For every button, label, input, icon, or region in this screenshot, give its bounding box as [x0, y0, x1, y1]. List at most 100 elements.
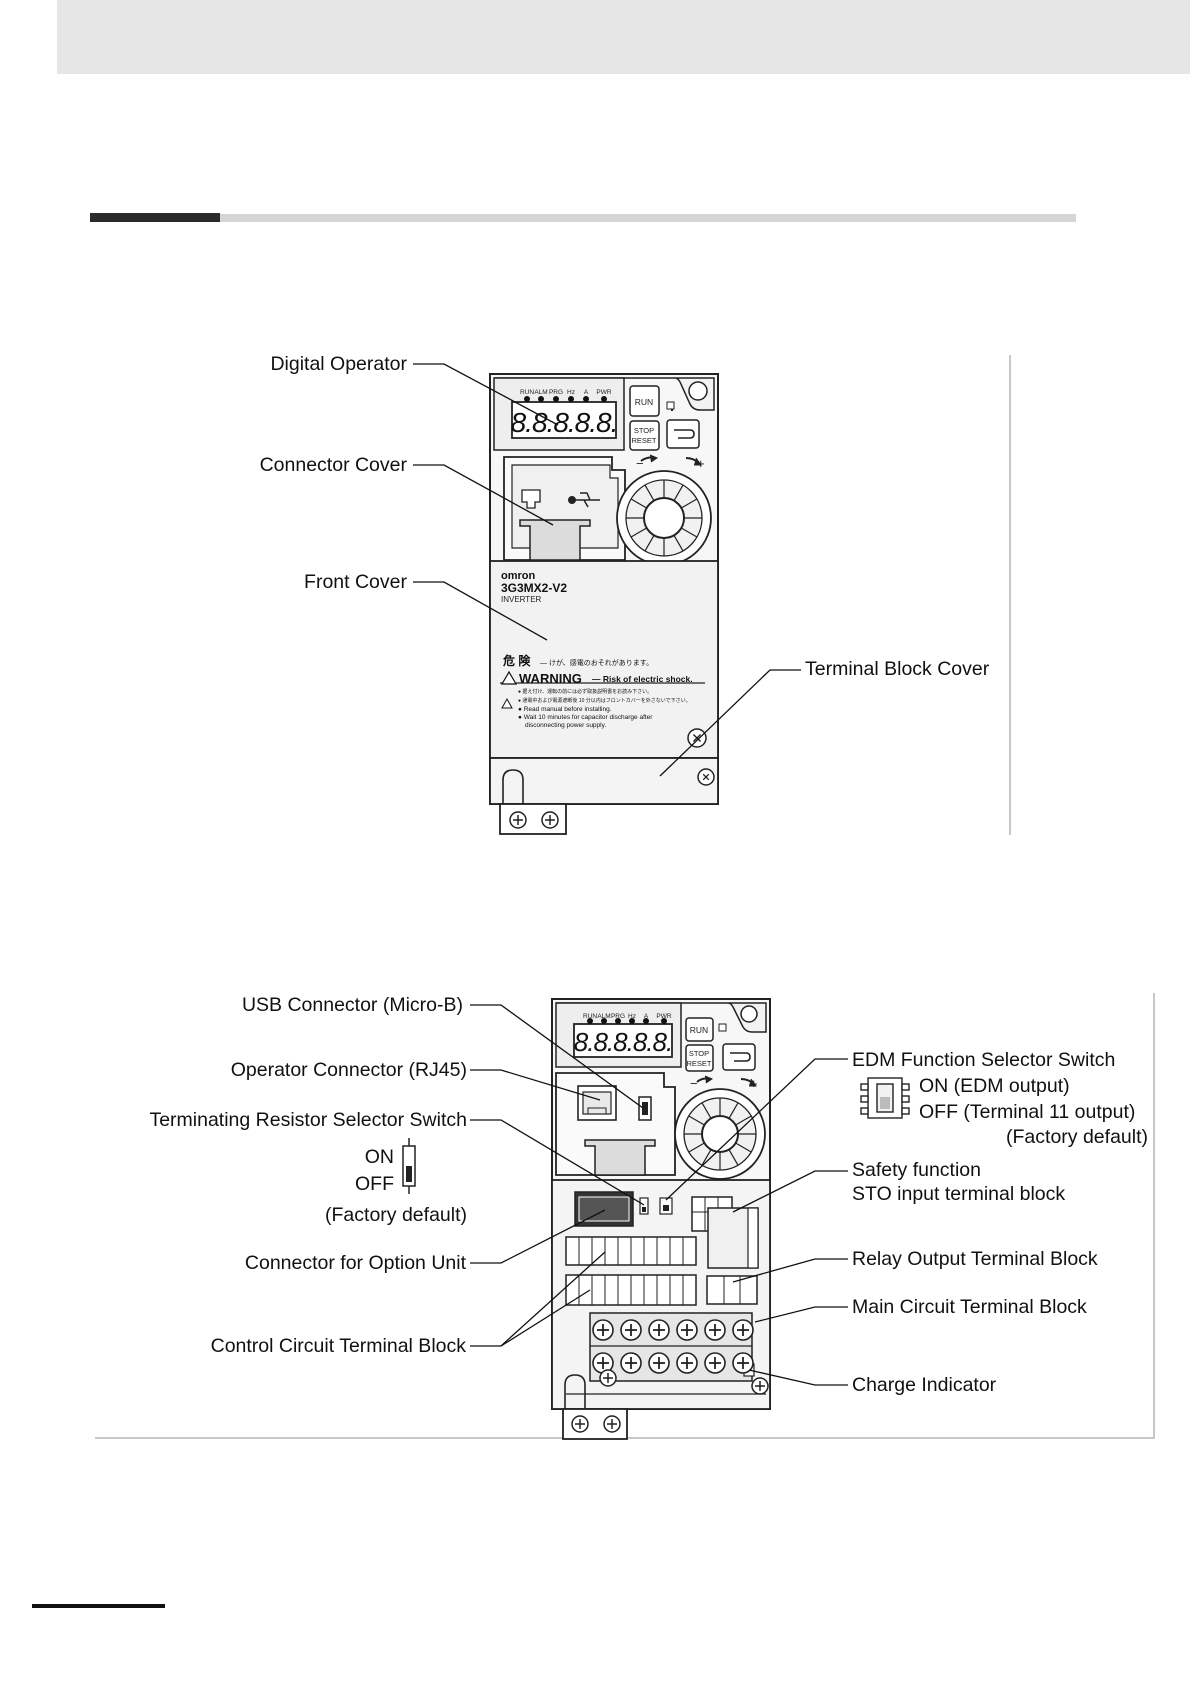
- terminal-screw-icon: [676, 1319, 698, 1341]
- dial-rib: [630, 498, 647, 509]
- figure2-indicator-pwr: PWR: [656, 1013, 671, 1020]
- dial-rib: [688, 1115, 705, 1126]
- figure2-indicator-hz: Hz: [628, 1013, 636, 1020]
- figure1-danger-jp-text: — けが、感電のおそれがあります。: [540, 658, 653, 667]
- figure2-indicator-prg: PRG: [611, 1013, 625, 1020]
- dial-rib: [728, 1102, 739, 1119]
- indicator-led: [583, 396, 589, 402]
- edm-switch-legend-icon: [860, 1077, 910, 1119]
- section-rule-accent: [90, 213, 220, 222]
- terminal-screw-icon: [732, 1319, 754, 1341]
- terminating-switch-legend-icon: [402, 1138, 416, 1194]
- indicator-led: [629, 1018, 635, 1024]
- label-edm-switch: EDM Function Selector Switch: [852, 1049, 1116, 1071]
- label-terminating-off: OFF: [355, 1173, 394, 1195]
- terminal-screw-icon: [648, 1319, 670, 1341]
- terminal-screw-icon: [704, 1319, 726, 1341]
- label-usb-connector: USB Connector (Micro-B): [241, 994, 463, 1016]
- figure1-indicator-leds: [524, 396, 607, 402]
- figure2-frame-right: [1153, 993, 1155, 1438]
- footer-rule: [32, 1604, 165, 1608]
- figure1-indicator-prg: PRG: [549, 389, 563, 396]
- figure2-indicator-run: RUN: [583, 1013, 597, 1020]
- figure1-reset-key-label: RESET: [631, 436, 656, 445]
- label-charge-indicator: Charge Indicator: [852, 1374, 997, 1396]
- figure1-note-en2: ● Wait 10 minutes for capacitor discharg…: [518, 714, 653, 721]
- label-terminal-block-cover: Terminal Block Cover: [805, 658, 990, 680]
- figure2-plus-sign: +: [750, 1076, 758, 1091]
- indicator-led: [661, 1018, 667, 1024]
- terminal-screw-icon: [620, 1319, 642, 1341]
- label-connector-cover: Connector Cover: [259, 454, 407, 476]
- label-main-circuit-terminal-block: Main Circuit Terminal Block: [852, 1296, 1087, 1318]
- figure1-note-jp2: ● 通電中および電源遮断後 10 分以内はフロントカバーを外さないで下さい。: [518, 697, 691, 704]
- indicator-led: [553, 396, 559, 402]
- label-edm-off: OFF (Terminal 11 output): [919, 1101, 1136, 1123]
- figure1-indicator-pwr: PWR: [596, 389, 611, 396]
- dial-rib: [701, 1149, 712, 1166]
- figure2-run-key-label: RUN: [690, 1025, 708, 1035]
- figure1-indicator-hz: Hz: [567, 389, 575, 396]
- figure2-indicator-leds: [587, 1018, 667, 1024]
- indicator-led: [538, 396, 544, 402]
- dial-rib: [735, 1142, 752, 1153]
- figure1-warning-title: WARNING: [519, 671, 582, 686]
- figure2-display-digits: 8.8.8.8.8.: [574, 1027, 672, 1057]
- label-control-circuit-terminal-block: Control Circuit Terminal Block: [210, 1335, 466, 1357]
- indicator-led: [601, 1018, 607, 1024]
- label-terminating-factory-default: (Factory default): [325, 1204, 467, 1226]
- label-safety-function: Safety function: [852, 1159, 981, 1181]
- figure2-reset-key-label: RESET: [686, 1059, 711, 1068]
- indicator-led: [601, 396, 607, 402]
- figure1-indicator-run: RUN: [520, 389, 534, 396]
- figure1-stop-key-label: STOP: [634, 426, 654, 435]
- dial-rib: [673, 535, 684, 552]
- label-terminating-on: ON: [364, 1146, 394, 1168]
- figure1-note-en3: disconnecting power supply.: [525, 722, 606, 729]
- label-edm-on: ON (EDM output): [919, 1075, 1070, 1097]
- terminal-screw-icon: [592, 1319, 614, 1341]
- dial-rib: [681, 498, 698, 509]
- figure1-inverter-type: INVERTER: [501, 595, 542, 604]
- figure1-note-en1: ● Read manual before installing.: [518, 706, 612, 713]
- figure2-indicator-a: A: [644, 1013, 649, 1020]
- indicator-led: [643, 1018, 649, 1024]
- dial-rib: [673, 484, 684, 501]
- figure1-leader-lines: [413, 363, 801, 777]
- figure1-run-key-label: RUN: [635, 397, 653, 407]
- terminal-screw-icon: [648, 1352, 670, 1374]
- figure2-leader-lines: [470, 1004, 848, 1386]
- label-operator-connector: Operator Connector (RJ45): [230, 1059, 467, 1081]
- indicator-led: [615, 1018, 621, 1024]
- figure1-minus-sign: −: [636, 456, 644, 471]
- header-band: [57, 0, 1190, 74]
- figure2-stop-key-label: STOP: [689, 1049, 709, 1058]
- figure1-frame-right: [1009, 355, 1011, 835]
- label-connector-option-unit: Connector for Option Unit: [244, 1252, 466, 1274]
- figure1-warning-triangle-icon: [500, 670, 518, 685]
- label-relay-output-terminal-block: Relay Output Terminal Block: [852, 1248, 1098, 1270]
- label-edm-factory-default: (Factory default): [1006, 1126, 1148, 1148]
- figure1-small-warning-icon: [501, 697, 513, 709]
- figure1-warning-subtitle: — Risk of electric shock.: [592, 674, 693, 684]
- figure2-minus-sign: −: [690, 1076, 698, 1091]
- dial-rib: [681, 527, 698, 538]
- dial-rib: [701, 1102, 712, 1119]
- label-sto-input-terminal-block: STO input terminal block: [852, 1183, 1066, 1205]
- figure1-danger-jp: 危 険: [502, 653, 531, 668]
- label-digital-operator: Digital Operator: [270, 353, 407, 375]
- figure2-indicator-alm: ALM: [597, 1013, 610, 1020]
- figure1-note-jp1: ● 据え付け、運転の前には必ず取扱説明書をお読み下さい。: [518, 688, 652, 695]
- terminal-screw-icon: [620, 1352, 642, 1374]
- dial-rib: [644, 535, 655, 552]
- terminal-screw-icon: [676, 1352, 698, 1374]
- figure1-display-digits: 8.8.8.8.8.: [511, 407, 618, 438]
- dial-rib: [728, 1149, 739, 1166]
- figure1-device: [489, 373, 719, 835]
- section-rule: [220, 214, 1076, 222]
- indicator-led: [524, 396, 530, 402]
- indicator-led: [568, 396, 574, 402]
- dial-rib: [735, 1115, 752, 1126]
- terminal-screw-icon: [704, 1352, 726, 1374]
